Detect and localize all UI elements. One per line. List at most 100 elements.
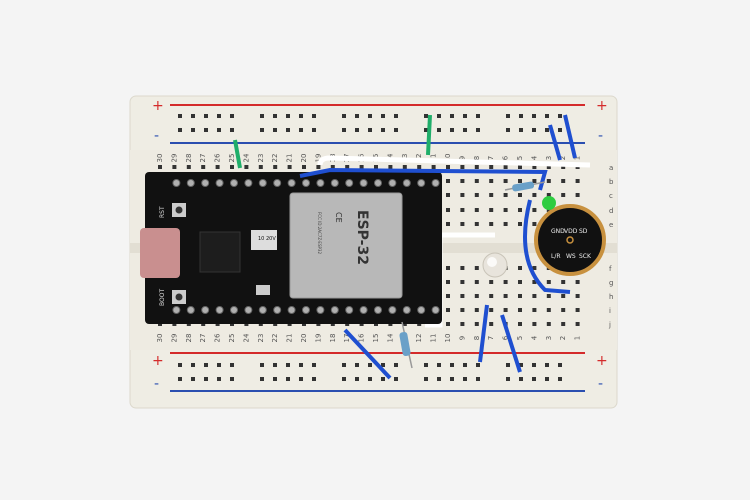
row-letter: a <box>609 164 613 172</box>
rail-hole <box>394 128 398 132</box>
regulator-text: 10 20V <box>258 236 276 242</box>
column-number: 16 <box>358 333 366 342</box>
hole <box>402 165 407 169</box>
column-number: 15 <box>372 334 380 343</box>
column-number: 25 <box>228 154 236 163</box>
rail-plus-bottom-right: + <box>596 353 608 369</box>
rail-hole <box>424 377 428 381</box>
column-number: 3 <box>545 336 553 340</box>
rail-hole <box>424 114 428 118</box>
rail-hole <box>394 114 398 118</box>
hole <box>460 266 465 270</box>
hole <box>489 222 494 226</box>
header-pin <box>244 306 253 314</box>
hole <box>489 165 494 169</box>
rail-hole <box>506 128 510 132</box>
fcc-text: FCC ID:2AC7Z-ESP32 <box>317 212 322 254</box>
rail-hole <box>381 114 385 118</box>
hole <box>561 322 566 326</box>
resistor-bottom <box>399 321 413 369</box>
rail-hole <box>299 114 303 118</box>
column-numbers: 3030292928282727262625252424232322222121… <box>156 153 582 342</box>
header-pin <box>402 179 411 187</box>
hole <box>273 165 278 169</box>
column-number: 28 <box>185 334 193 343</box>
blue-wire-rail-1 <box>548 124 562 161</box>
rst-label: RST <box>159 206 166 218</box>
header-pin <box>244 179 253 187</box>
hole <box>518 294 522 298</box>
hole <box>446 222 450 226</box>
row-letter: h <box>609 293 613 301</box>
hole <box>489 193 494 197</box>
rail-hole <box>230 377 234 381</box>
hole <box>446 266 450 270</box>
rail-hole <box>312 128 316 132</box>
rail-hole <box>286 377 290 381</box>
blue-wire-mic <box>523 199 571 294</box>
header-pin <box>431 306 440 314</box>
column-number: 14 <box>386 333 394 342</box>
green-wire-2 <box>426 114 432 156</box>
rail-hole <box>450 128 454 132</box>
hole <box>532 179 537 183</box>
rail-hole <box>217 128 221 132</box>
rail-hole <box>463 114 467 118</box>
hole <box>489 179 494 183</box>
mic-pin-sck: SCK <box>579 253 592 260</box>
rail-hole <box>191 363 195 367</box>
rail-hole <box>273 363 277 367</box>
column-number: 12 <box>415 334 423 343</box>
hole <box>474 308 479 312</box>
hole <box>546 193 551 197</box>
rail-hole <box>545 363 549 367</box>
rail-hole <box>273 377 277 381</box>
hole <box>172 165 177 169</box>
hole <box>518 308 522 312</box>
rail-hole <box>394 377 398 381</box>
header-pin <box>273 306 282 314</box>
hole <box>460 208 465 212</box>
row-letter: d <box>609 207 613 215</box>
rail-hole <box>450 363 454 367</box>
column-number: 9 <box>458 336 466 340</box>
column-number: 29 <box>170 334 178 343</box>
hole <box>518 322 522 326</box>
rail-hole <box>204 128 208 132</box>
header-pin <box>273 179 282 187</box>
header-pin <box>258 306 267 314</box>
rail-hole <box>558 363 562 367</box>
hole <box>446 308 450 312</box>
hole <box>388 165 393 169</box>
column-number: 18 <box>329 334 337 343</box>
hole <box>446 208 450 212</box>
hole <box>302 165 306 169</box>
row-letter: f <box>609 265 612 273</box>
hole <box>330 165 335 169</box>
rail-hole <box>476 377 480 381</box>
rail-hole <box>299 377 303 381</box>
rail-hole <box>545 377 549 381</box>
hole <box>460 280 465 284</box>
rail-hole <box>178 114 182 118</box>
rail-hole <box>532 128 536 132</box>
hole <box>518 208 522 212</box>
header-pin <box>172 179 181 187</box>
hole <box>532 165 537 169</box>
rail-hole <box>191 377 195 381</box>
boot-button-cap <box>175 293 183 301</box>
usb-chip <box>199 231 241 273</box>
mic-pin-sd: SD <box>579 228 588 235</box>
hole <box>503 193 508 197</box>
row-letter: b <box>609 178 614 186</box>
hole <box>489 294 494 298</box>
column-number: 21 <box>286 154 294 163</box>
row-letter: g <box>609 279 613 287</box>
header-pin <box>330 179 339 187</box>
header-pin <box>417 179 426 187</box>
hole <box>359 165 364 169</box>
rail-hole <box>437 128 441 132</box>
blue-wire-rail-2 <box>563 114 577 159</box>
hole <box>532 294 537 298</box>
column-number: 8 <box>473 156 481 160</box>
